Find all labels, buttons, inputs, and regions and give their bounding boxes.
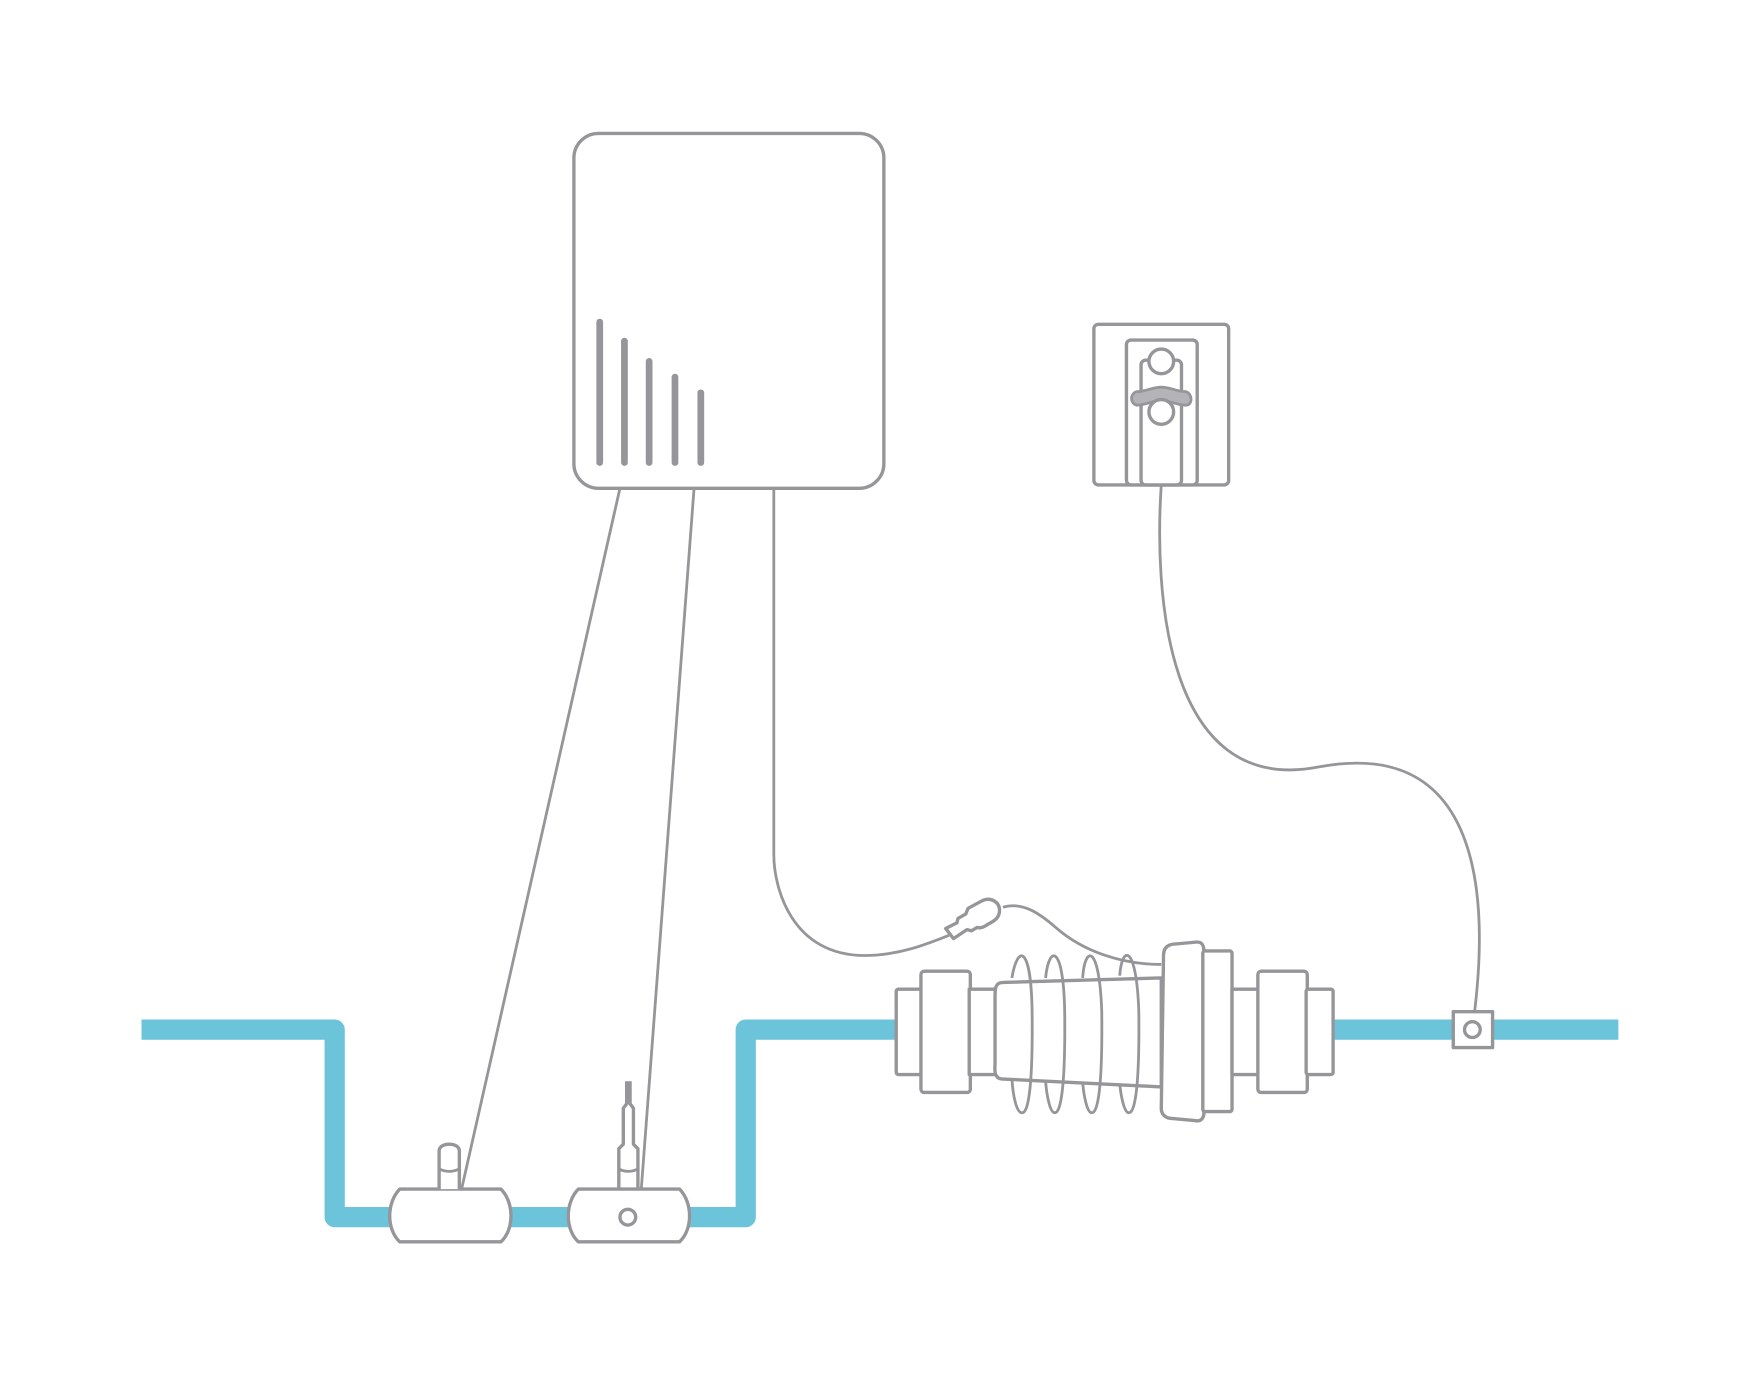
flow-switch <box>1451 1009 1495 1050</box>
coil-4 <box>1118 954 1141 1115</box>
wall-outlet <box>1092 322 1231 487</box>
coil-1 <box>1010 954 1034 1115</box>
power-cord <box>1158 484 1481 1012</box>
controller-box <box>572 131 886 490</box>
outlet-hole-bottom <box>1147 397 1176 426</box>
wire-to-cell-probe <box>772 488 950 957</box>
water-pipe <box>141 1019 1619 1228</box>
wire-to-sensor <box>639 488 696 1190</box>
sensor-tee <box>566 1081 692 1244</box>
coil-2 <box>1044 954 1067 1115</box>
outlet-hole-top <box>1147 347 1176 376</box>
ozone-injector-tee <box>388 1142 513 1244</box>
cell-probe-connector <box>943 897 1162 966</box>
wire-to-injector <box>460 487 622 1190</box>
electrolytic-cell <box>894 940 1335 1123</box>
coil-3 <box>1081 954 1104 1115</box>
sensor-port <box>618 1207 638 1227</box>
